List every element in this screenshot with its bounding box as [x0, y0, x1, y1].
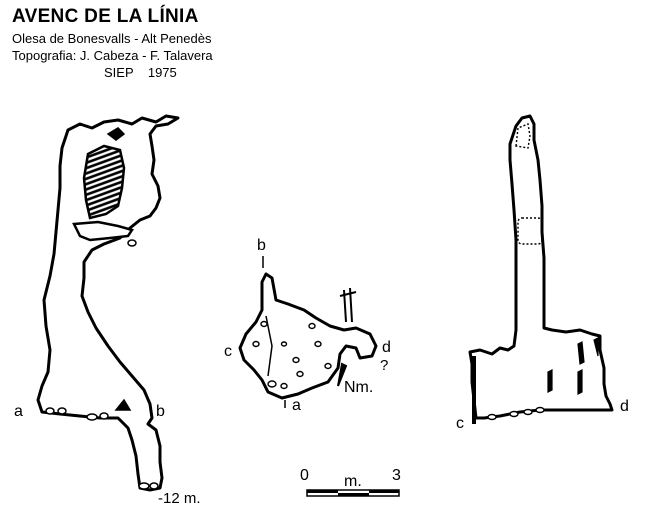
section-left-label-a: a [14, 403, 23, 420]
north-label: Nm. [344, 379, 373, 396]
plan-outline [238, 272, 378, 400]
floor-rocks-left [45, 239, 159, 490]
scale-start-label: 0 [300, 467, 309, 484]
scale-end-label: 3 [392, 467, 401, 484]
section-left-outline [36, 114, 180, 492]
boulder-top [106, 127, 126, 141]
section-right-outline [468, 114, 614, 420]
plan-question: ? [380, 357, 388, 374]
scale-unit-label: m. [344, 473, 362, 490]
location-text: Olesa de Bonesvalls - Alt Penedès [12, 31, 212, 46]
survey-credit: SIEP 1975 [104, 65, 177, 80]
plan-view: b c d ? Nm. a [224, 237, 391, 414]
plan-label-b: b [257, 237, 266, 254]
plan-label-d: d [382, 339, 391, 356]
north-arrow-icon [337, 287, 357, 387]
section-right-label-d: d [620, 398, 629, 415]
dotted-chamber-mid [517, 217, 543, 245]
plan-label-c: c [224, 343, 232, 360]
topography-credit: Topografia: J. Cabeza - F. Talavera [12, 48, 213, 63]
depth-label: -12 m. [158, 490, 201, 507]
plan-label-a: a [292, 397, 301, 414]
section-left: a b -12 m. [14, 114, 201, 507]
page-title: AVENC DE LA LÍNIA [12, 6, 199, 27]
plan-inner-line [265, 315, 273, 377]
plan-rocks [252, 320, 332, 390]
section-right-rocks [547, 337, 599, 395]
hatched-block [82, 144, 126, 220]
dotted-chamber-top [515, 123, 531, 149]
section-left-label-b: b [156, 403, 165, 420]
scale-bar: 0 m. 3 [300, 467, 401, 497]
section-right-floor-rocks [487, 406, 545, 421]
section-right: c d [456, 114, 629, 432]
section-left-inner-wall [72, 220, 134, 242]
section-right-label-c: c [456, 415, 464, 432]
